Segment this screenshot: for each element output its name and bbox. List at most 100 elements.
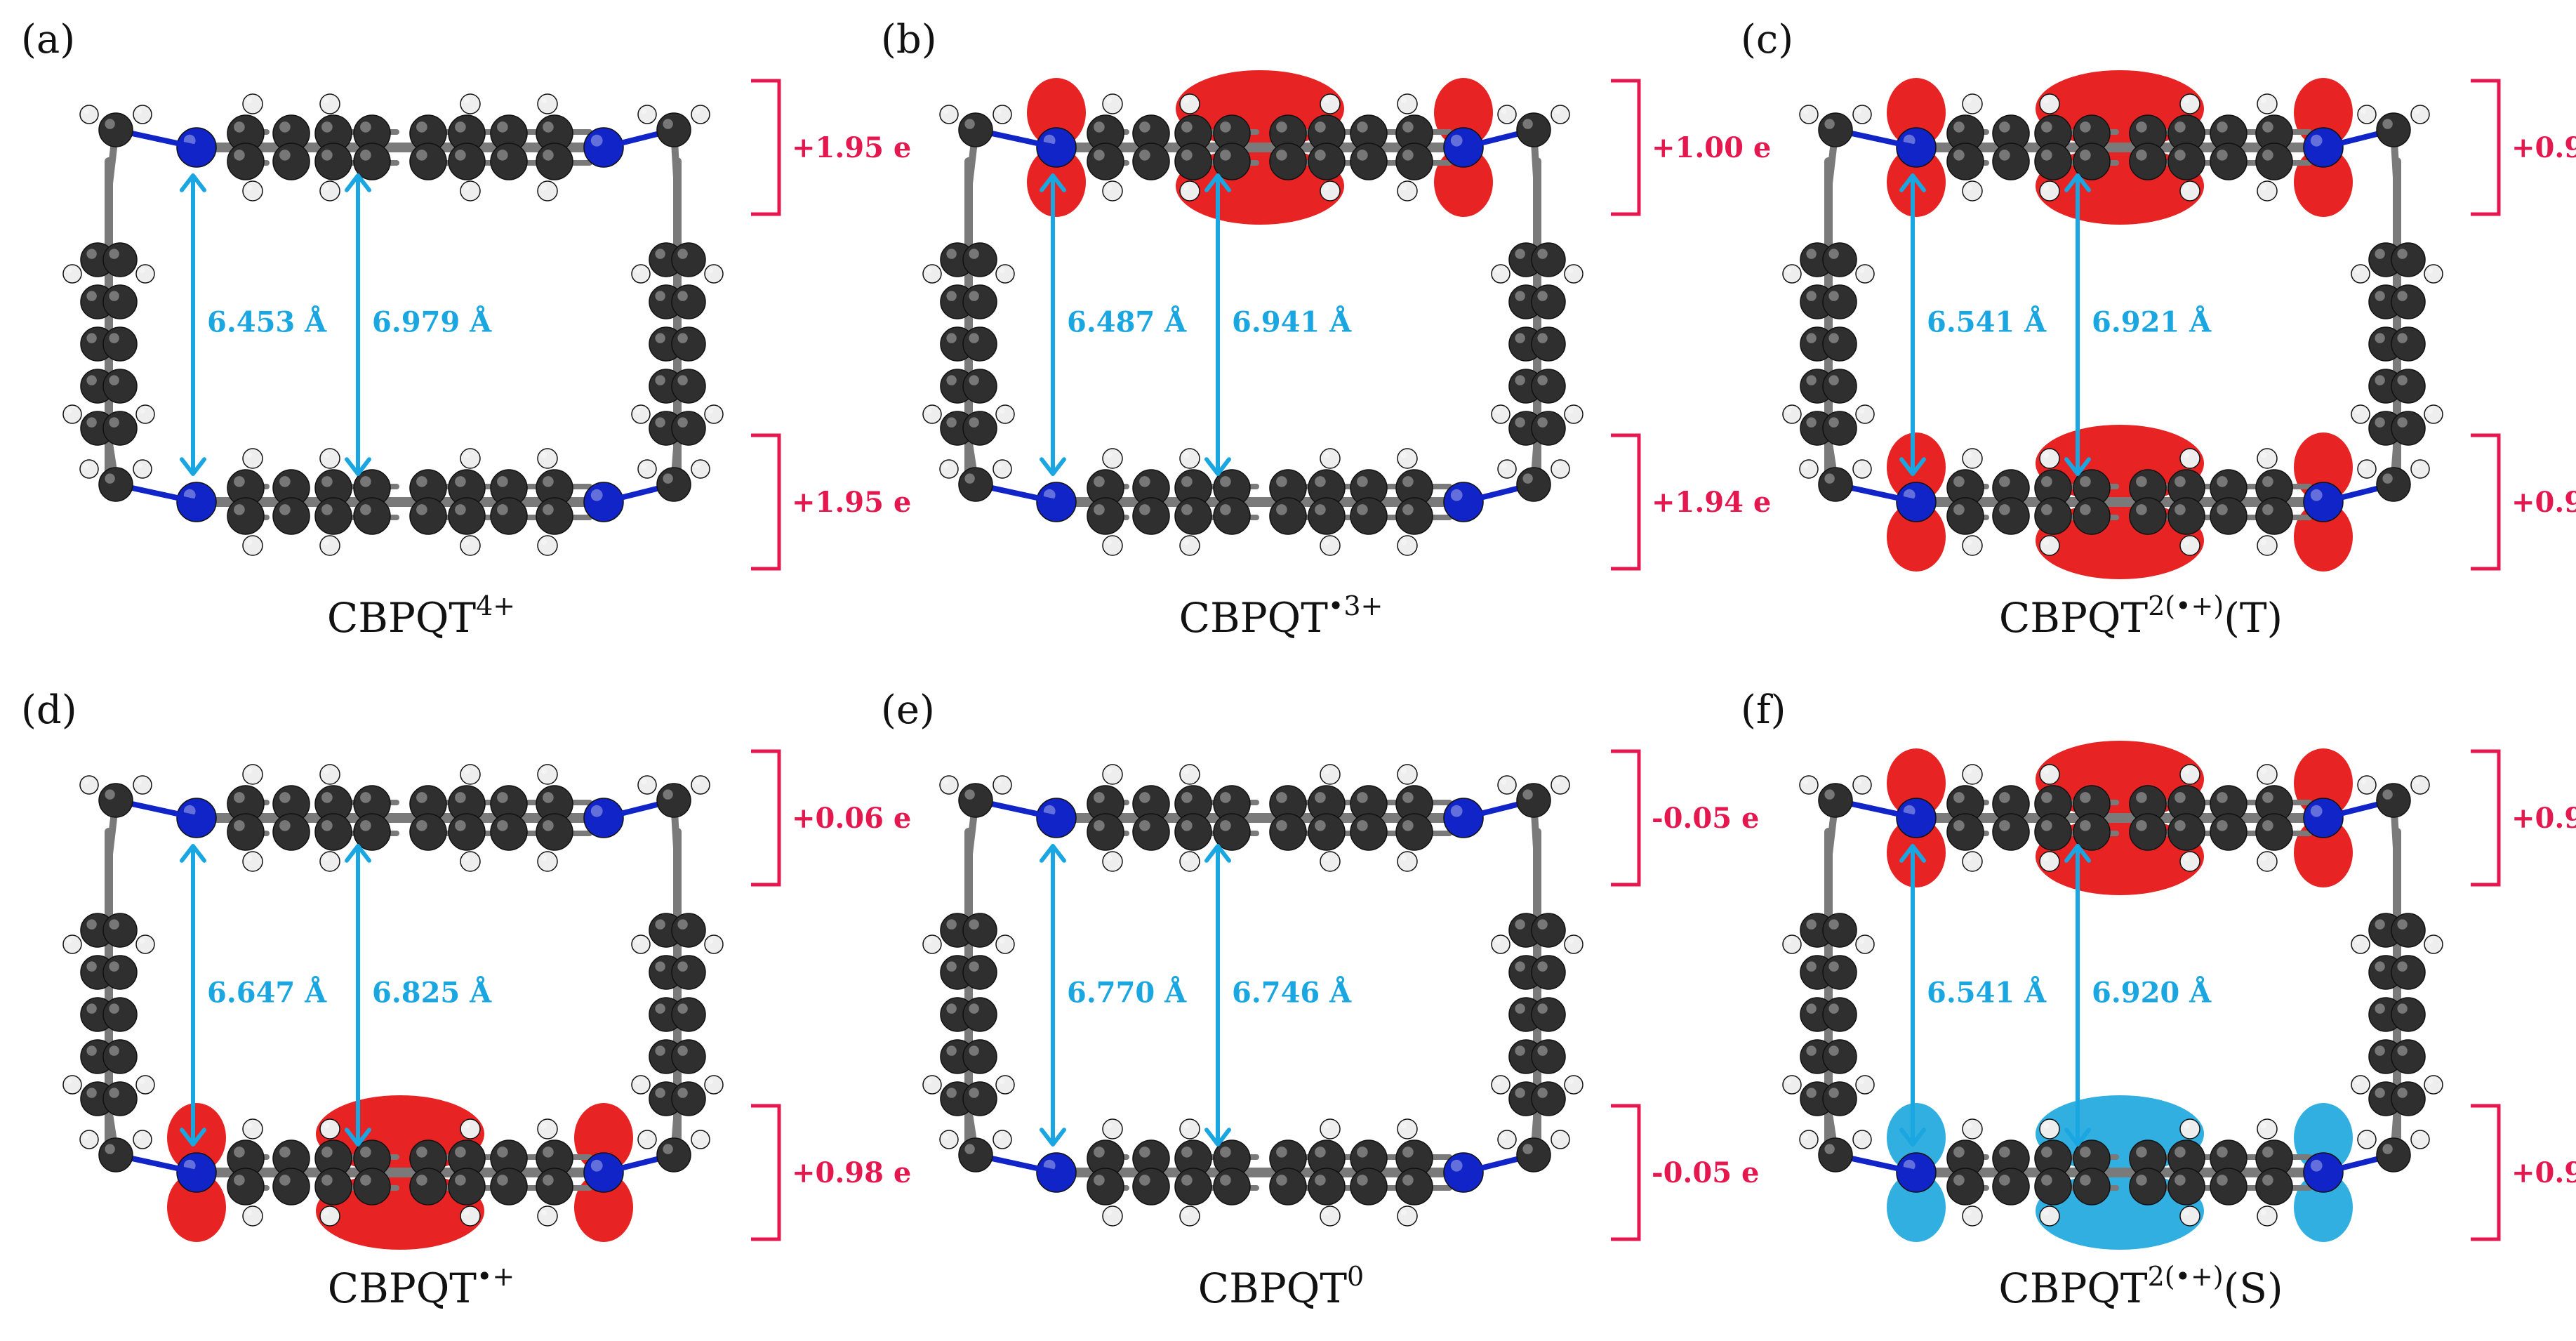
ch2-right-bottom-hydrogen-a-highlight <box>2361 463 2367 469</box>
xylylene-left-hydrogen-a-1 <box>62 1075 82 1095</box>
bipyridinium-bottom-carbon-up-3-highlight <box>1220 1147 1231 1158</box>
xylylene-right-carbon-a-1-highlight <box>2375 961 2385 972</box>
bipyridinium-top-carbon-up-5-highlight <box>455 121 466 133</box>
ch2-right-bottom-carbon-highlight <box>663 473 673 484</box>
charge-top-label: +1.00 e <box>1652 131 1771 164</box>
distance-arrow-1-head-top <box>1040 173 1066 192</box>
bipyridinium-bottom-hydrogen-down-0 <box>1962 1205 1983 1227</box>
bipyridinium-top-carbon-up-5-highlight <box>455 792 466 803</box>
ch2-right-bottom-hydrogen-a-highlight <box>641 1133 647 1139</box>
bipyridinium-bottom-carbon-up-6-highlight <box>1357 1147 1368 1158</box>
xylylene-right-carbon-b-0 <box>2391 242 2426 277</box>
xylylene-right-carbon-a-0-highlight <box>1515 919 1525 930</box>
xylylene-right-carbon-b-0-highlight <box>677 919 688 930</box>
bipyridinium-bottom-hydrogen-down-0-highlight <box>1965 1209 1972 1216</box>
bipyridinium-bottom-carbon-up-0-highlight <box>1953 476 1965 487</box>
molecule-name-base: CBPQT <box>1998 1264 2148 1312</box>
ch2-right-bottom-hydrogen-a-highlight <box>1501 463 1507 469</box>
bipyridinium-bottom-hydrogen-up-0-highlight <box>1965 1122 1972 1129</box>
xylylene-left-carbon-b-2 <box>1822 326 1857 362</box>
xylylene-left-hydrogen-a-1 <box>922 404 942 424</box>
bipyridinium-bottom-carbon-up-2-highlight <box>2041 476 2052 487</box>
ch2-left-bottom-hydrogen-a <box>939 459 959 479</box>
xylylene-right-carbon-b-1-highlight <box>1537 961 1548 972</box>
ch2-left-bottom-hydrogen-a-highlight <box>83 1133 89 1139</box>
xylylene-right-carbon-b-1-highlight <box>1537 291 1548 301</box>
bipyridinium-top-carbon-up-7-highlight <box>2262 792 2273 803</box>
bipyridinium-top-hydrogen-down-1 <box>2039 180 2060 202</box>
ch2-right-bottom-hydrogen-b-highlight <box>2414 1133 2420 1139</box>
bipyridinium-bottom-carbon-up-5-highlight <box>2175 476 2186 487</box>
xylylene-right-carbon-a-0-highlight <box>655 249 665 259</box>
bipyridinium-bottom-nitrogen-right-highlight <box>2310 1159 2323 1172</box>
bipyridinium-bottom-hydrogen-down-1-highlight <box>323 1209 330 1216</box>
bipyridinium-top-carbon-down-4 <box>2129 143 2167 180</box>
molecule-name-base: CBPQT <box>1198 1264 1348 1312</box>
bipyridinium-top-hydrogen-down-0 <box>1102 180 1123 202</box>
ch2-right-top-hydrogen-a <box>2357 105 2377 124</box>
bipyridinium-bottom-carbon-down-5-highlight <box>2175 504 2186 515</box>
bipyridinium-top-carbon-down-0 <box>227 143 265 180</box>
xylylene-right-carbon-a-0-highlight <box>1515 249 1525 259</box>
bipyridinium-bottom-carbon-up-5-highlight <box>1315 476 1326 487</box>
bipyridinium-top-carbon-down-4 <box>1269 813 1307 851</box>
bipyridinium-top-carbon-down-7-highlight <box>543 150 554 161</box>
bipyridinium-bottom-hydrogen-down-3 <box>1397 1205 1418 1227</box>
bipyridinium-bottom-carbon-down-5 <box>448 497 486 535</box>
ch2-right-top-hydrogen-b <box>691 775 710 795</box>
bipyridinium-top-nitrogen-right-highlight <box>1450 134 1463 147</box>
xylylene-left-hydrogen-b-1-highlight <box>999 408 1005 414</box>
bipyridinium-bottom-hydrogen-up-1 <box>1179 1118 1200 1139</box>
bipyridinium-bottom-carbon-down-0-highlight <box>1094 504 1105 515</box>
bipyridinium-bottom-carbon-down-7-highlight <box>543 1175 554 1186</box>
ch2-right-top-hydrogen-b-highlight <box>1554 108 1560 114</box>
bipyridinium-top-carbon-up-2-highlight <box>2041 792 2052 803</box>
xylylene-left-hydrogen-b-1-highlight <box>139 408 145 414</box>
bipyridinium-bottom-carbon-up-6-highlight <box>497 476 508 487</box>
bipyridinium-bottom-hydrogen-up-3 <box>537 1118 558 1139</box>
bipyridinium-bottom-hydrogen-up-1 <box>2039 448 2060 469</box>
bipyridinium-bottom-carbon-up-7-highlight <box>543 476 554 487</box>
ch2-left-bottom-hydrogen-b <box>133 1130 152 1149</box>
xylylene-right-carbon-b-0 <box>1531 913 1566 948</box>
bipyridinium-top-hydrogen-up-1 <box>2039 764 2060 785</box>
bipyridinium-top-carbon-down-0 <box>227 813 265 851</box>
bipyridinium-top-spin-left-n-lobe-upper <box>1027 78 1086 147</box>
bipyridinium-bottom-carbon-down-4 <box>409 1168 447 1205</box>
bipyridinium-top-carbon-down-3-highlight <box>360 820 371 831</box>
xylylene-left-carbon-a-4-highlight <box>86 417 97 428</box>
xylylene-left-carbon-a-0-highlight <box>1806 919 1817 930</box>
bipyridinium-bottom-carbon-down-0 <box>227 497 265 535</box>
xylylene-right-hydrogen-a-0 <box>1491 264 1511 284</box>
xylylene-right-carbon-b-2-highlight <box>2397 333 2408 343</box>
xylylene-right-carbon-b-2-highlight <box>1537 333 1548 343</box>
xylylene-left-carbon-a-1-highlight <box>946 961 957 972</box>
ch2-right-top-carbon <box>2376 783 2411 818</box>
xylylene-left-hydrogen-a-0-highlight <box>66 267 72 274</box>
xylylene-left-carbon-b-0-highlight <box>969 249 979 259</box>
bipyridinium-bottom-hydrogen-up-3-highlight <box>2260 1122 2267 1129</box>
xylylene-right-carbon-b-0-highlight <box>1537 919 1548 930</box>
distance-arrow-1-label: 6.541 Å <box>1927 306 2047 339</box>
bipyridinium-top-carbon-up-5-highlight <box>2175 792 2186 803</box>
xylylene-right-hydrogen-a-0-highlight <box>635 938 641 944</box>
bipyridinium-bottom-hydrogen-down-2 <box>460 535 481 556</box>
bipyridinium-top-carbon-down-5 <box>2167 813 2205 851</box>
bipyridinium-bottom-carbon-down-7 <box>2255 1168 2293 1205</box>
bipyridinium-top-carbon-up-1-highlight <box>279 121 291 133</box>
xylylene-left-carbon-a-3-highlight <box>946 1045 957 1056</box>
bipyridinium-top-hydrogen-down-1-highlight <box>2043 184 2050 191</box>
bipyridinium-top-hydrogen-up-2-highlight <box>463 767 470 774</box>
bipyridinium-top-carbon-down-3 <box>353 143 391 180</box>
bipyridinium-bottom-carbon-down-4 <box>2129 1168 2167 1205</box>
bipyridinium-bottom-carbon-down-3-highlight <box>2080 504 2091 515</box>
ch2-left-top-carbon-highlight <box>1824 119 1835 129</box>
ch2-right-top-hydrogen-a <box>1497 775 1517 795</box>
distance-arrow-2-head-top <box>345 844 371 863</box>
molecule-name-suffix: (S) <box>2224 1264 2283 1312</box>
bipyridinium-top-carbon-down-5-highlight <box>1315 820 1326 831</box>
xylylene-right-carbon-b-4 <box>1531 411 1566 446</box>
bipyridinium-bottom-carbon-up-3-highlight <box>2080 476 2091 487</box>
xylylene-right-carbon-b-2-highlight <box>1537 1003 1548 1014</box>
xylylene-right-hydrogen-b-1 <box>2424 404 2443 424</box>
